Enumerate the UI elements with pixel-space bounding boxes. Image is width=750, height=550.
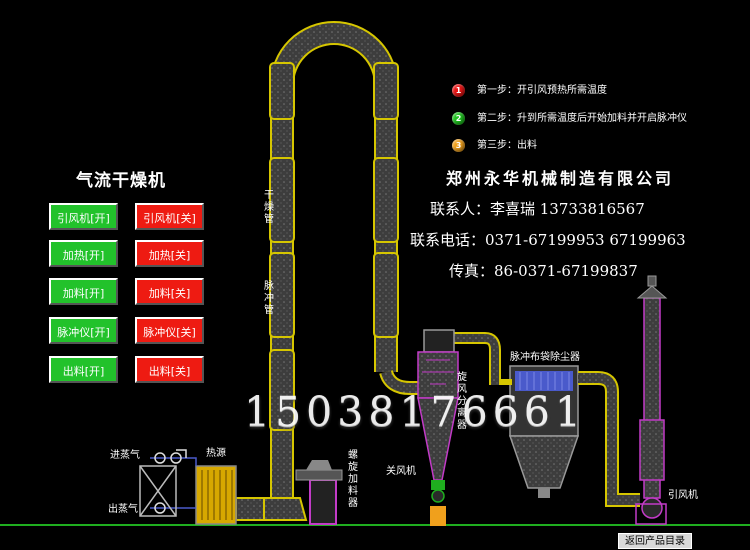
- step-2-badge-icon: 2: [452, 111, 465, 125]
- screw-feeder: [295, 460, 343, 525]
- fan-off-button[interactable]: 引风机[关]: [135, 203, 204, 230]
- contact-person: 联系人：李喜瑞 13733816567: [430, 200, 645, 218]
- contact-phone: 联系电话：0371-67199953 67199963: [410, 231, 686, 249]
- pulse-on-button[interactable]: 脉冲仪[开]: [49, 317, 118, 344]
- step-2: 2 第二步：升到所需温度后开始加料并开启脉冲仪: [452, 111, 687, 127]
- discharge-on-button[interactable]: 出料[开]: [49, 356, 118, 383]
- discharge-off-button[interactable]: 出料[关]: [135, 356, 204, 383]
- watermark-phone: 15038176661: [244, 388, 586, 436]
- drying-tower: [235, 21, 399, 521]
- fan-label: 引风机: [668, 490, 698, 501]
- panel-title: 气流干燥机: [76, 171, 166, 191]
- heat-source-label: 热源: [206, 448, 226, 459]
- screw-feeder-label: 螺旋加料器: [348, 450, 358, 509]
- airlock-label: 关风机: [386, 466, 416, 477]
- cyclone-duct: [379, 332, 501, 395]
- step-3-badge-icon: 3: [452, 138, 465, 152]
- feed-off-button[interactable]: 加料[关]: [135, 278, 204, 305]
- steam-piping: [139, 449, 197, 517]
- contact-fax: 传真：86-0371-67199837: [449, 262, 638, 280]
- pulse-pipe-label: 脉冲管: [264, 281, 274, 316]
- bag-filter-label: 脉冲布袋除尘器: [510, 352, 580, 363]
- step-1: 1 第一步：开引风预热所需温度: [452, 83, 607, 99]
- cyclone-label: 旋风分离器: [457, 372, 467, 431]
- bag-filter: [500, 365, 640, 507]
- feed-on-button[interactable]: 加料[开]: [49, 278, 118, 305]
- step-3-text: 第三步：出料: [477, 140, 537, 151]
- dry-pipe-label: 干燥管: [264, 190, 274, 225]
- induced-fan: [635, 275, 668, 525]
- heat-off-button[interactable]: 加热[关]: [135, 240, 204, 267]
- step-1-badge-icon: 1: [452, 83, 465, 97]
- heat-on-button[interactable]: 加热[开]: [49, 240, 118, 267]
- step-2-text: 第二步：升到所需温度后开始加料并开启脉冲仪: [477, 113, 687, 124]
- step-1-text: 第一步：开引风预热所需温度: [477, 85, 607, 96]
- pulse-off-button[interactable]: 脉冲仪[关]: [135, 317, 204, 344]
- fan-on-button[interactable]: 引风机[开]: [49, 203, 118, 230]
- step-3: 3 第三步：出料: [452, 138, 537, 154]
- heat-exchanger: [195, 465, 237, 525]
- company-name: 郑州永华机械制造有限公司: [446, 169, 675, 188]
- cyclone-separator: [417, 329, 459, 526]
- ground-line: [0, 524, 750, 526]
- steam-out-label: 出蒸气: [108, 504, 138, 515]
- steam-in-label: 进蒸气: [110, 450, 140, 461]
